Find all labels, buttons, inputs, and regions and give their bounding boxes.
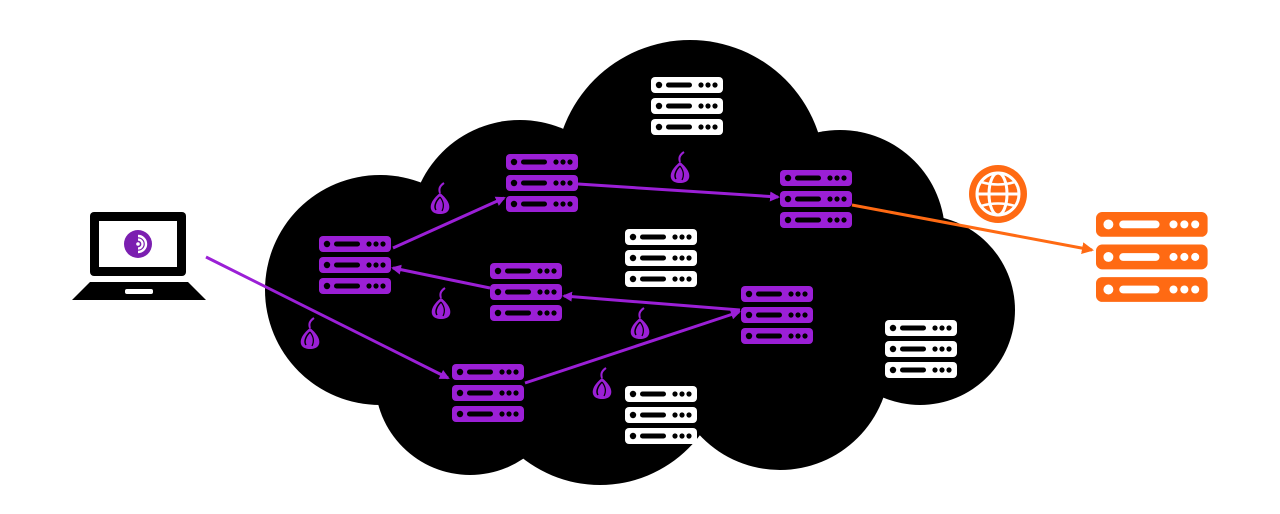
tor-browser-icon [124, 230, 152, 258]
relay-server-r2 [506, 154, 578, 212]
relay-server-r3 [780, 170, 852, 228]
relay-server-r4 [452, 364, 524, 422]
onion-icon [592, 367, 612, 399]
circuit-link [562, 291, 741, 312]
circuit-link [577, 182, 780, 202]
onion-icon [430, 182, 450, 214]
onion-icon [630, 307, 650, 339]
globe-icon [969, 165, 1027, 223]
relay-server-r1 [319, 236, 391, 294]
relay-servers [319, 77, 1208, 444]
destination-server-icon [1096, 212, 1208, 302]
circuit-links [205, 182, 1094, 385]
onion-icon [670, 151, 690, 183]
idle-server-i2 [625, 229, 697, 287]
relay-server-r5 [490, 263, 562, 321]
onion-markers [300, 151, 690, 399]
circuit-link [205, 255, 450, 380]
idle-server-i3 [885, 320, 957, 378]
laptop-icon [72, 212, 206, 300]
circuit-link [851, 203, 1094, 255]
onion-icon [431, 287, 451, 319]
circuit-link [392, 196, 506, 250]
relay-server-r6 [741, 286, 813, 344]
onion-icon [300, 317, 320, 349]
circuit-link [524, 309, 741, 385]
idle-server-i1 [651, 77, 723, 135]
idle-server-i4 [625, 386, 697, 444]
circuit-link [391, 264, 491, 290]
